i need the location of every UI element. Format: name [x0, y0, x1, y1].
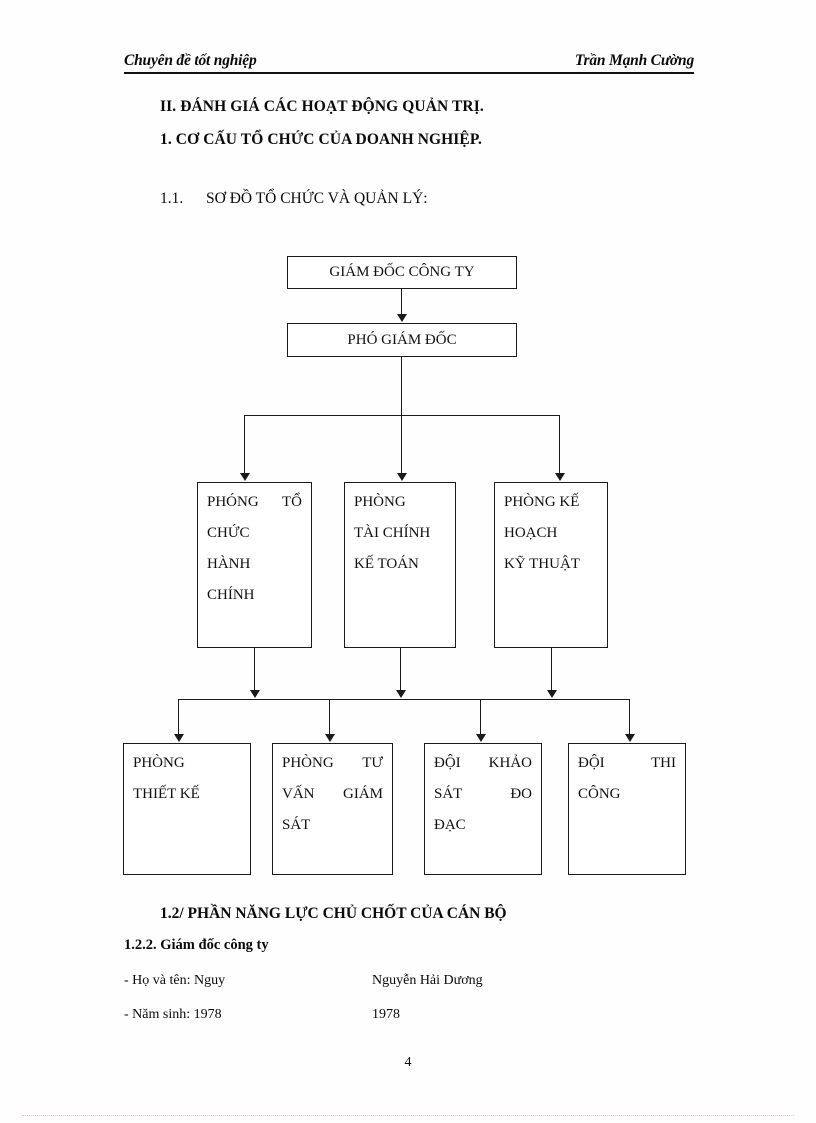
connector-drop-tai-chinh	[401, 415, 403, 474]
connector-drop-to-chuc-bus	[254, 648, 256, 691]
connector-line-pgd-bus	[401, 357, 403, 415]
heading-section-1-2: 1.2/ PHẦN NĂNG LỰC CHỦ CHỐT CỦA CÁN BỘ	[160, 905, 507, 922]
field-label: - Năm sinh: 1978	[124, 1007, 222, 1022]
connector-arrow-ke-hoach-bus	[547, 690, 557, 698]
heading-section-1-2-2: 1.2.2. Giám đốc công ty	[124, 937, 269, 953]
org-node-line: VẤN GIÁM	[282, 786, 383, 802]
connector-drop-thiet-ke	[178, 699, 180, 735]
page-number: 4	[404, 1055, 412, 1070]
field-label: - Họ và tên: Nguy	[124, 973, 226, 988]
org-node-line: THIẾT KẾ	[133, 786, 200, 802]
field-row-ho-va-ten: - Họ và tên: Nguy Nguyễn Hải Dương	[124, 973, 483, 989]
org-node-line: PHÒNG	[133, 755, 185, 771]
field-row-nam-sinh: - Năm sinh: 1978 1978	[124, 1007, 400, 1023]
org-node-phong-ke-hoach-ky-thuat: PHÒNG KẾ HOẠCH KỸ THUẬT	[494, 482, 608, 648]
connector-arrow-pgd	[397, 314, 407, 322]
org-node-giam-doc-cong-ty: GIÁM ĐỐC CÔNG TY	[287, 256, 517, 289]
org-node-line: HOẠCH	[504, 525, 558, 541]
heading-1-1-number: 1.1.	[160, 190, 184, 207]
scan-edge-artifact	[22, 1115, 794, 1117]
heading-section-1: 1. CƠ CẤU TỔ CHỨC CỦA DOANH NGHIỆP.	[160, 131, 482, 148]
heading-1-1-text: SƠ ĐỒ TỔ CHỨC VÀ QUẢN LÝ:	[206, 190, 428, 207]
connector-drop-ke-hoach-bus	[551, 648, 553, 691]
field-value: Nguyễn Hải Dương	[372, 973, 483, 988]
connector-arrow-khao-sat	[476, 734, 486, 742]
org-node-line: ĐẠC	[434, 817, 466, 833]
connector-drop-thi-cong	[629, 699, 631, 735]
org-node-line: HÀNH	[207, 556, 251, 572]
org-node-line: ĐỘI THI	[578, 755, 676, 771]
org-node-line: CHỨC	[207, 525, 250, 541]
connector-arrow-to-chuc-bus	[250, 690, 260, 698]
connector-arrow-thiet-ke	[174, 734, 184, 742]
org-node-phong-thiet-ke: PHÒNG THIẾT KẾ	[123, 743, 251, 875]
connector-arrow-thi-cong	[625, 734, 635, 742]
org-node-line: PHÒNG	[354, 494, 406, 510]
field-value: 1978	[372, 1007, 400, 1022]
org-node-line: CHÍNH	[207, 587, 255, 603]
connector-arrow-tai-chinh-bus	[396, 690, 406, 698]
heading-section-ii: II. ĐÁNH GIÁ CÁC HOẠT ĐỘNG QUẢN TRỊ.	[160, 98, 484, 115]
org-node-line: CÔNG	[578, 786, 621, 802]
org-node-line: KỸ THUẬT	[504, 556, 580, 572]
org-node-line: PHÒNG TƯ	[282, 755, 383, 771]
org-node-doi-khao-sat-do-dac: ĐỘI KHẢO SÁT ĐO ĐẠC	[424, 743, 542, 875]
connector-drop-khao-sat	[480, 699, 482, 735]
running-header: Chuyên đề tốt nghiệp Trần Mạnh Cường	[124, 42, 694, 74]
org-node-phong-tai-chinh-ke-toan: PHÒNG TÀI CHÍNH KẾ TOÁN	[344, 482, 456, 648]
connector-drop-to-chuc	[244, 415, 246, 474]
org-node-line: ĐỘI KHẢO	[434, 755, 532, 771]
header-title-left: Chuyên đề tốt nghiệp	[124, 52, 257, 69]
org-node-line: SÁT ĐO	[434, 786, 532, 802]
connector-arrow-to-chuc	[240, 473, 250, 481]
connector-arrow-ke-hoach	[555, 473, 565, 481]
org-node-doi-thi-cong: ĐỘI THI CÔNG	[568, 743, 686, 875]
connector-line-gd-pgd	[401, 289, 403, 315]
org-node-pho-giam-doc: PHÓ GIÁM ĐỐC	[287, 323, 517, 357]
connector-arrow-tai-chinh	[397, 473, 407, 481]
org-node-line: SÁT	[282, 817, 311, 833]
org-node-line: TÀI CHÍNH	[354, 525, 431, 541]
org-node-line: KẾ TOÁN	[354, 556, 419, 572]
heading-section-1-1: 1.1. SƠ ĐỒ TỔ CHỨC VÀ QUẢN LÝ:	[160, 190, 428, 208]
org-node-line: PHÓNG TỔ	[207, 494, 302, 510]
header-author-right: Trần Mạnh Cường	[574, 52, 694, 69]
connector-drop-tai-chinh-bus	[400, 648, 402, 691]
org-node-line: PHÒNG KẾ	[504, 494, 580, 510]
connector-drop-ke-hoach	[559, 415, 561, 474]
org-node-phong-tu-van-giam-sat: PHÒNG TƯ VẤN GIÁM SÁT	[272, 743, 393, 875]
connector-bus-tier3	[178, 699, 629, 701]
connector-arrow-tu-van	[325, 734, 335, 742]
connector-drop-tu-van	[329, 699, 331, 735]
org-node-phong-to-chuc-hanh-chinh: PHÓNG TỔ CHỨC HÀNH CHÍNH	[197, 482, 312, 648]
